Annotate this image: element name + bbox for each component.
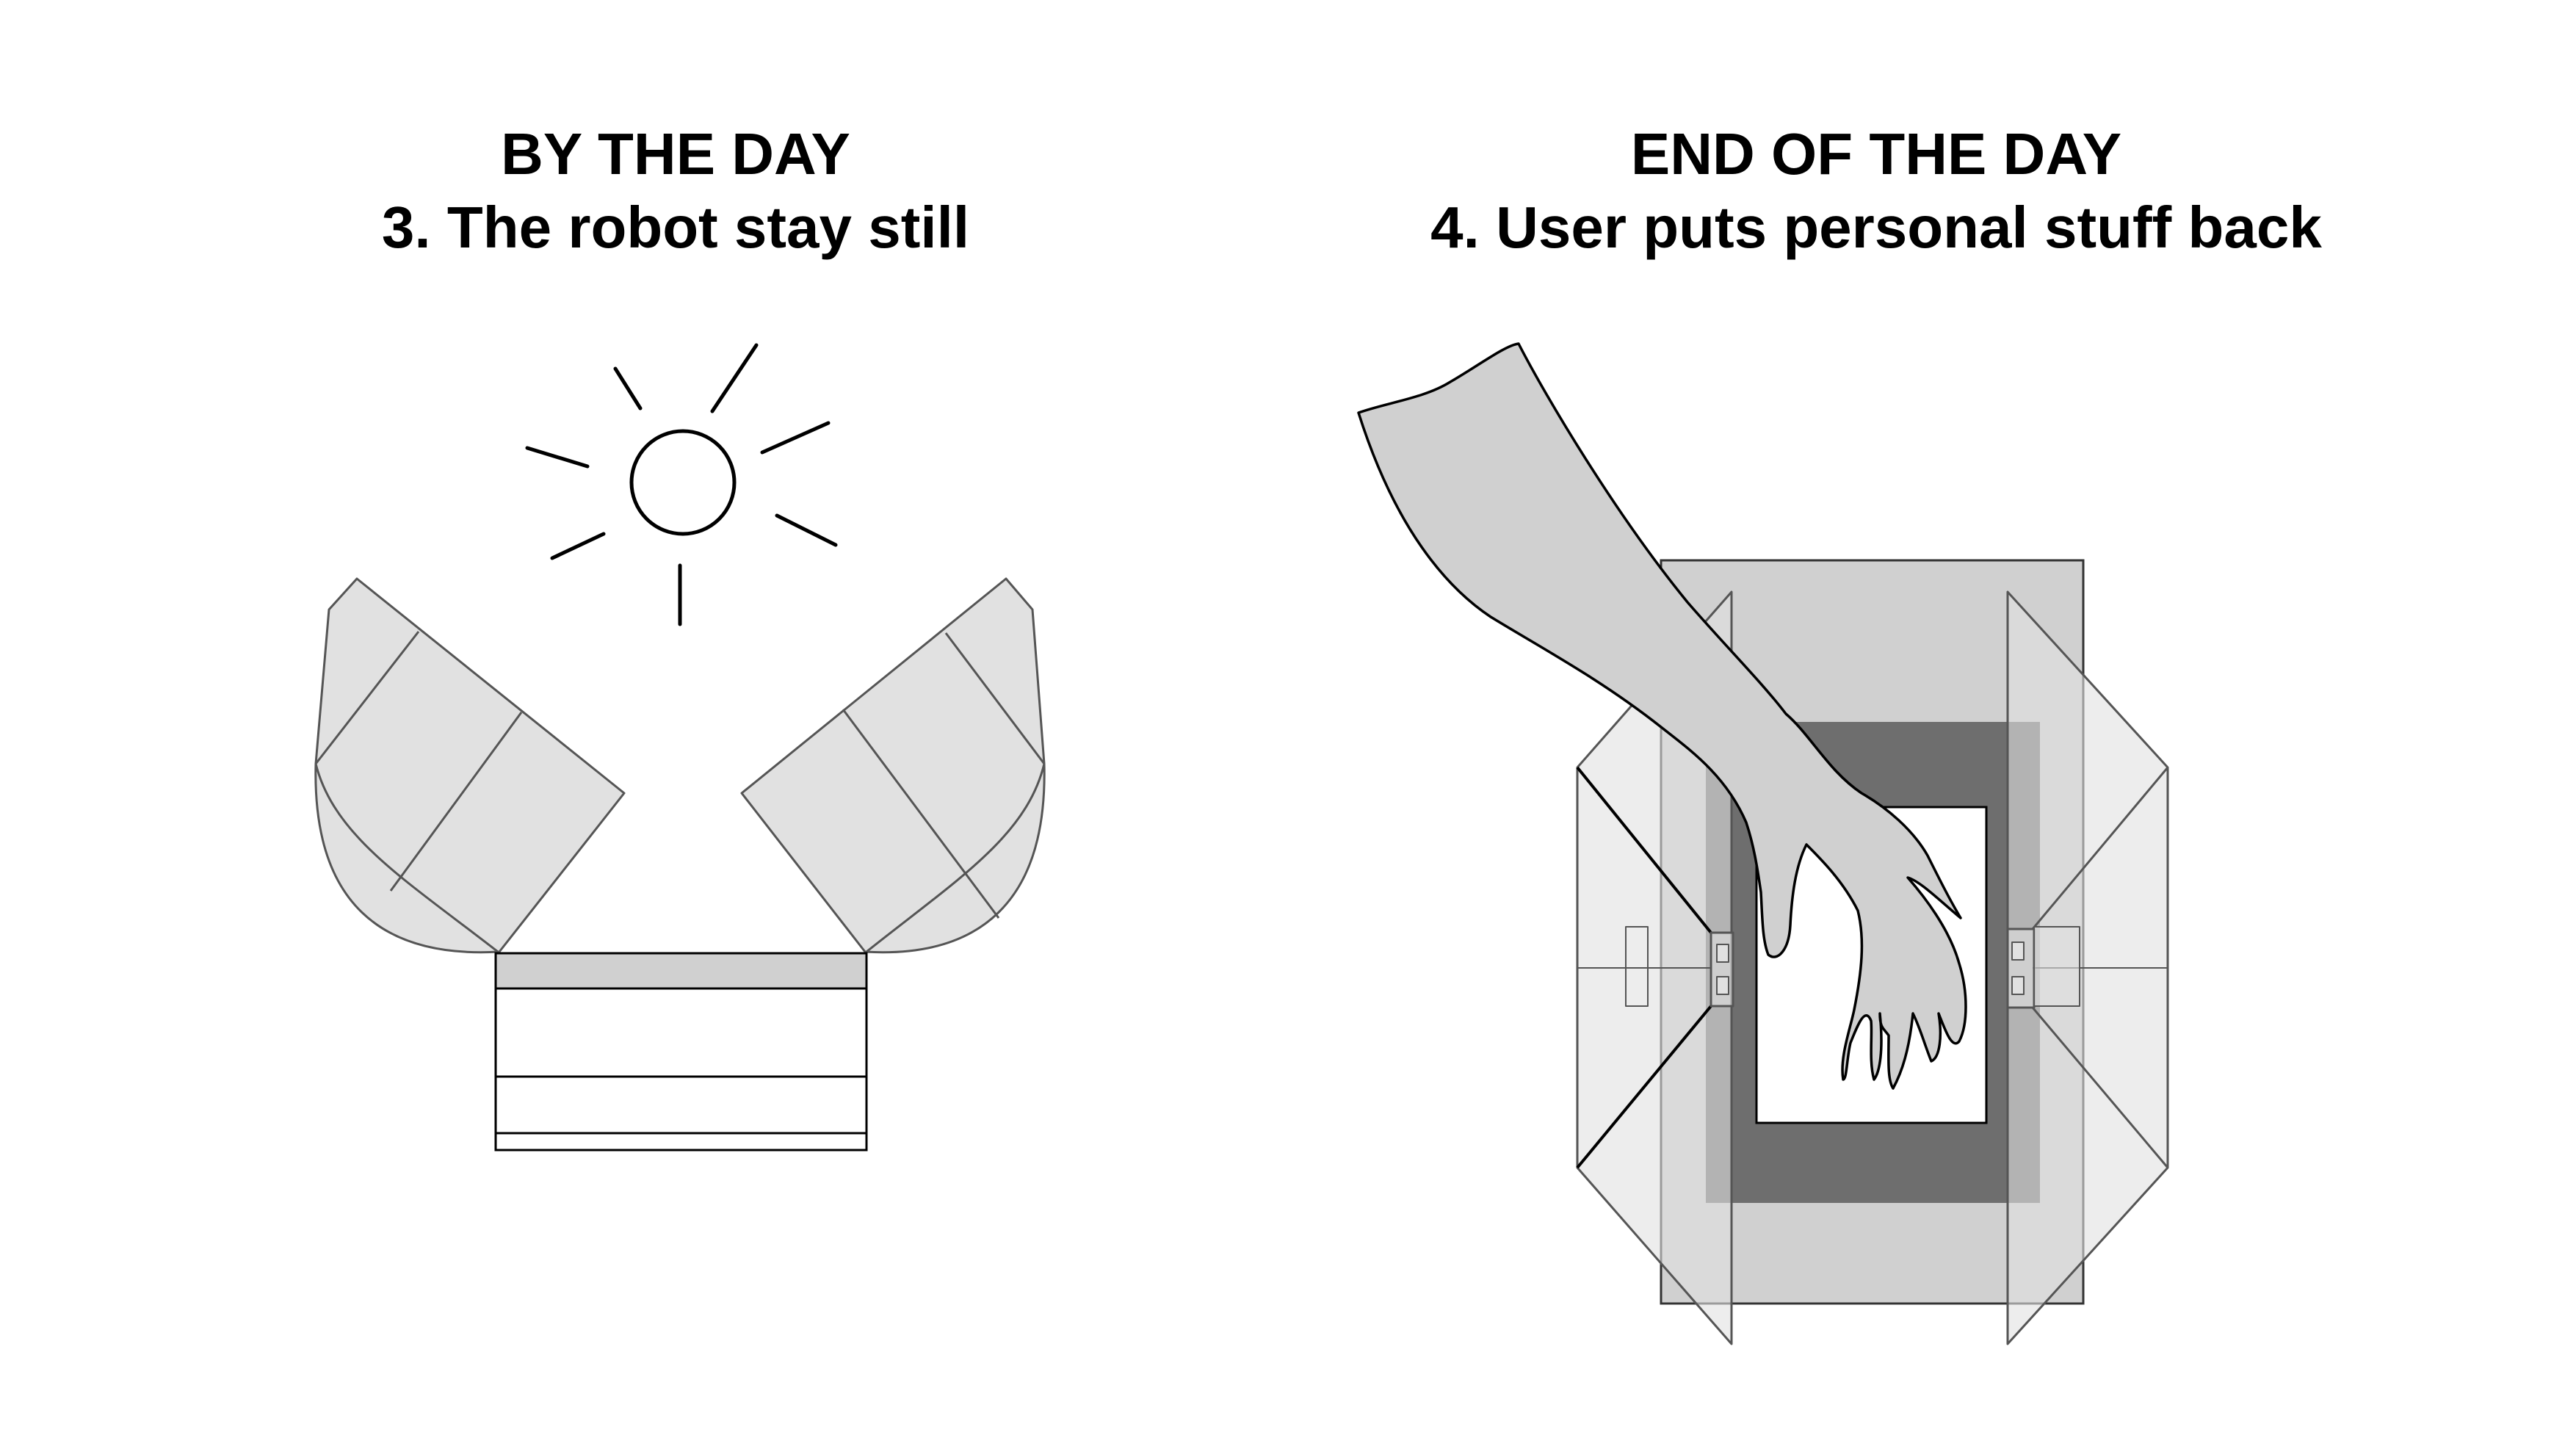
robot-right-lid xyxy=(740,577,1046,954)
sun-icon xyxy=(525,343,838,626)
panel-left-title: BY THE DAY xyxy=(501,121,850,187)
arm-hand-icon xyxy=(1357,342,1967,1090)
panel-right-heading: END OF THE DAY 4. User puts personal stu… xyxy=(1281,118,2471,264)
panel-left-heading: BY THE DAY 3. The robot stay still xyxy=(125,118,1226,264)
robot-left-lid xyxy=(314,577,626,954)
robot-left-flap xyxy=(1576,590,1734,1345)
panel-left-caption: 3. The robot stay still xyxy=(381,195,970,260)
robot-body xyxy=(494,952,868,1152)
panel-right-title: END OF THE DAY xyxy=(1630,121,2122,187)
panel-right-caption: 4. User puts personal stuff back xyxy=(1430,195,2322,260)
robot-open-lid-icon xyxy=(314,577,1046,1152)
robot-right-flap xyxy=(2006,590,2169,1345)
